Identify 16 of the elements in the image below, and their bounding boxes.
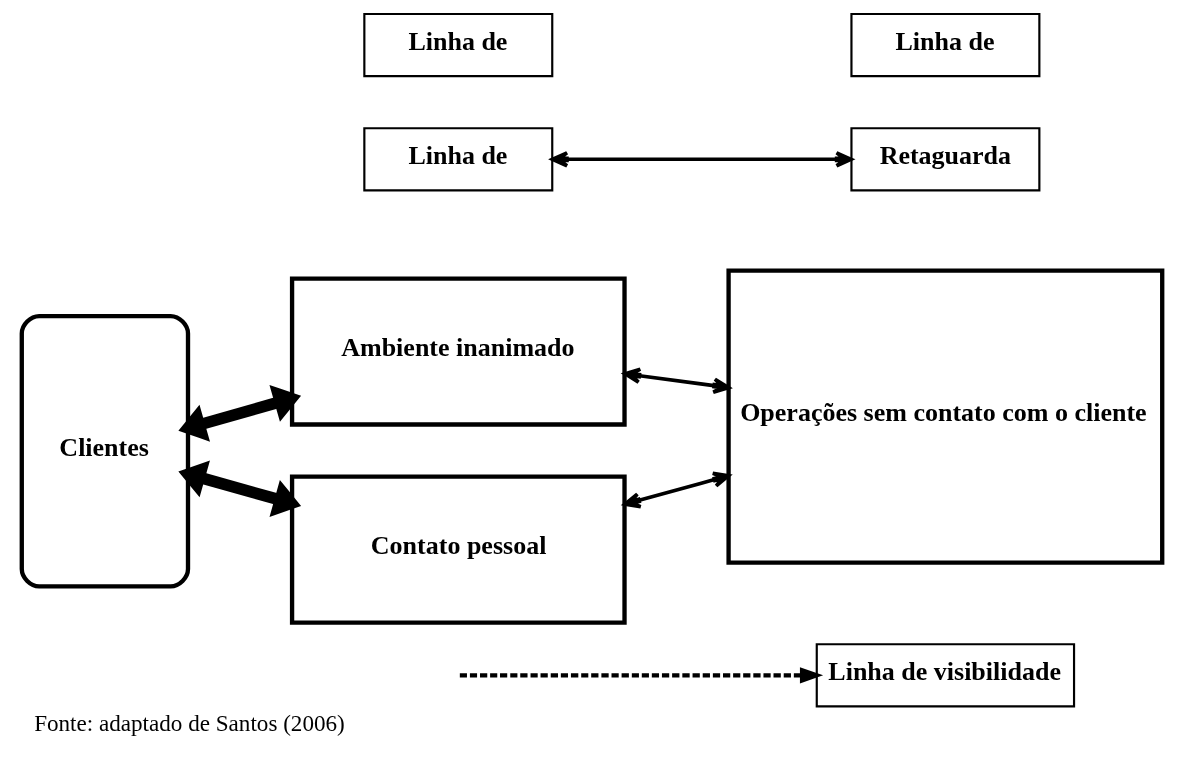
- node-box: Clientes: [19, 313, 190, 589]
- arrow: [177, 460, 301, 517]
- node-box: Ambiente inanimado: [289, 276, 627, 427]
- node-box: Linha de: [362, 12, 553, 78]
- caption: Fonte: adaptado de Santos (2006): [33, 709, 345, 736]
- node-box: Linha de visibilidade: [815, 643, 1075, 708]
- arrow: [177, 384, 301, 442]
- arrow: [459, 667, 823, 684]
- node-box: Linha de: [849, 12, 1040, 78]
- arrow: [550, 151, 853, 168]
- arrow: [622, 367, 730, 394]
- node-box: Contato pessoal: [289, 474, 627, 625]
- node-box: Retaguarda: [849, 127, 1040, 192]
- node-box: Linha de: [362, 127, 553, 192]
- node-box: Operações sem contato com o cliente: [725, 268, 1164, 565]
- arrow: [622, 471, 730, 509]
